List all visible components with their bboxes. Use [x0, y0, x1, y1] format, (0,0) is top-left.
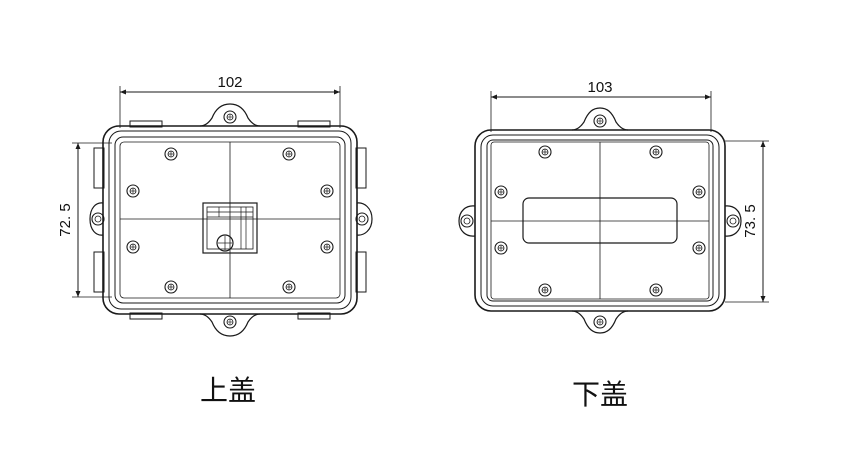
- upper-left-ear-hole-icon: [91, 212, 105, 226]
- screw-icon: [649, 145, 663, 159]
- lower-cover-caption: 下盖: [572, 378, 628, 411]
- lower-bottom-ear-hole-icon: [593, 315, 607, 329]
- screw-icon: [320, 184, 334, 198]
- upper-width-dimension: 102: [119, 74, 341, 128]
- cable-gland-icon: [216, 234, 234, 252]
- screw-icon: [538, 145, 552, 159]
- lower-screws: [494, 145, 706, 297]
- label-window: [522, 197, 678, 244]
- upper-right-ear-hole-icon: [355, 212, 369, 226]
- lower-height-label: 73. 5: [742, 204, 759, 237]
- upper-cable-port: [202, 202, 258, 254]
- screw-icon: [692, 185, 706, 199]
- upper-width-label: 102: [217, 74, 242, 91]
- screw-icon: [649, 283, 663, 297]
- upper-cover-drawing: 102 72. 5: [57, 74, 373, 407]
- upper-screws: [126, 147, 334, 294]
- upper-top-ear-hole-icon: [223, 110, 237, 124]
- upper-height-dimension: 72. 5: [57, 142, 112, 298]
- lower-right-ear-hole-icon: [726, 214, 740, 228]
- upper-outer-shell: [102, 125, 358, 315]
- screw-icon: [164, 147, 178, 161]
- lower-outer-shell: [474, 129, 726, 312]
- screw-icon: [282, 147, 296, 161]
- lower-width-label: 103: [587, 79, 612, 96]
- lower-top-ear-hole-icon: [593, 114, 607, 128]
- lower-height-dimension: 73. 5: [725, 140, 769, 303]
- screw-icon: [692, 241, 706, 255]
- screw-icon: [282, 280, 296, 294]
- screw-icon: [538, 283, 552, 297]
- upper-cover-caption: 上盖: [200, 374, 256, 407]
- screw-icon: [494, 185, 508, 199]
- upper-bottom-ear-hole-icon: [223, 315, 237, 329]
- screw-icon: [320, 240, 334, 254]
- lower-cover-drawing: 103 73. 5: [458, 79, 769, 411]
- screw-icon: [494, 241, 508, 255]
- screw-icon: [126, 184, 140, 198]
- screw-icon: [164, 280, 178, 294]
- lower-width-dimension: 103: [490, 79, 712, 132]
- upper-height-label: 72. 5: [57, 203, 74, 236]
- screw-icon: [126, 240, 140, 254]
- lower-left-ear-hole-icon: [460, 214, 474, 228]
